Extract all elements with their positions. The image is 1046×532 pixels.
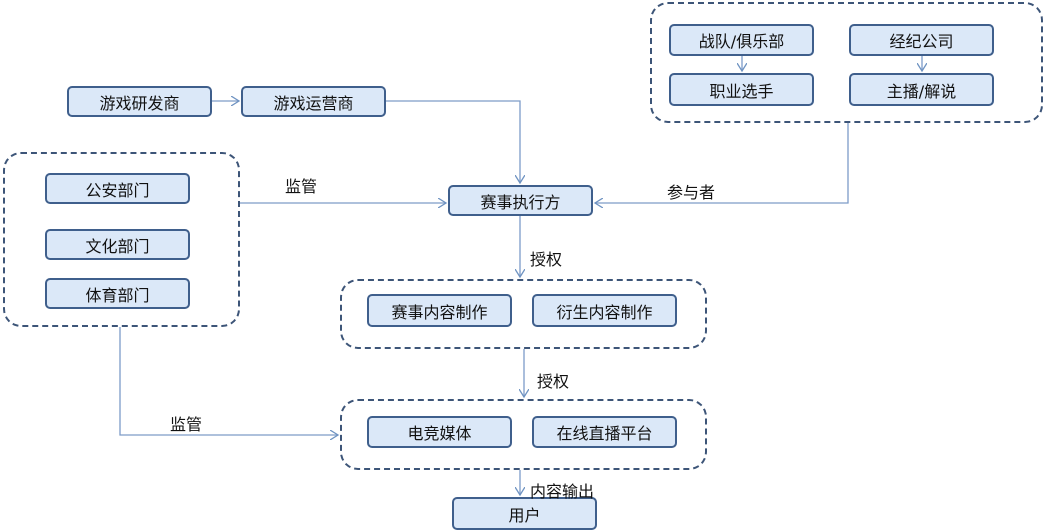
edge-participants-organizer: [595, 123, 849, 203]
node-culture: 文化部门: [45, 229, 190, 260]
participants-group: [650, 2, 1043, 123]
label-authorize-2: 授权: [537, 372, 570, 391]
regulators-group: [3, 152, 240, 327]
label-supervise-2: 监管: [170, 415, 203, 434]
node-derived-content: 衍生内容制作: [532, 294, 677, 327]
content-production-group: [340, 279, 707, 349]
node-team: 战队/俱乐部: [669, 24, 814, 56]
node-police: 公安部门: [45, 173, 190, 204]
node-event-content: 赛事内容制作: [367, 294, 512, 327]
node-agency: 经纪公司: [849, 24, 994, 56]
distribution-group: [340, 399, 707, 470]
edge-operator-organizer: [386, 100, 520, 183]
node-user: 用户: [452, 497, 597, 530]
node-player: 职业选手: [669, 73, 814, 106]
node-developer: 游戏研发商: [67, 86, 212, 117]
node-operator: 游戏运营商: [241, 86, 386, 117]
node-sports: 体育部门: [45, 278, 190, 309]
label-supervise-1: 监管: [285, 177, 318, 196]
label-participants: 参与者: [667, 183, 716, 202]
edge-regulators-distribution: [119, 327, 338, 435]
node-organizer: 赛事执行方: [448, 185, 593, 216]
label-content-output: 内容输出: [530, 482, 595, 501]
node-live-platform: 在线直播平台: [532, 416, 677, 448]
node-streamer: 主播/解说: [849, 73, 994, 106]
label-authorize-1: 授权: [530, 250, 563, 269]
node-media: 电竞媒体: [367, 416, 512, 448]
